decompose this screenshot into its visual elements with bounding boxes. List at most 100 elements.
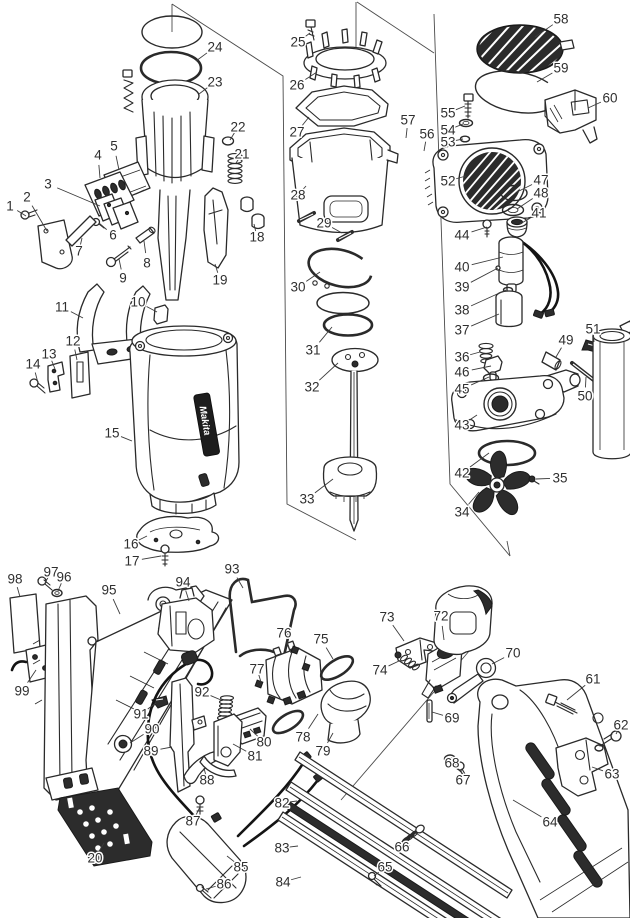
- callout-leader-63: [591, 766, 604, 772]
- part-98-label-sticker: [9, 593, 41, 654]
- callout-number-26: 26: [289, 78, 304, 93]
- callout-number-66: 66: [394, 840, 409, 855]
- callout-leader-48: [516, 198, 533, 210]
- part-80-switch: [233, 707, 267, 745]
- callout-number-88: 88: [199, 773, 214, 788]
- part-8-pin: [135, 226, 156, 244]
- callout-number-76: 76: [276, 626, 291, 641]
- callout-leader-36: [469, 351, 481, 356]
- callout-number-70: 70: [505, 646, 520, 661]
- callout-number-39: 39: [454, 280, 469, 295]
- callout-leader-64: [512, 799, 542, 818]
- callout-leader-68: [449, 758, 452, 762]
- callout-number-91: 91: [133, 707, 148, 722]
- callout-number-5: 5: [110, 139, 118, 154]
- callout-number-61: 61: [585, 672, 600, 687]
- part-top-ring: [141, 15, 203, 49]
- part-74-spring-screw: [394, 651, 421, 671]
- part-24-o-ring: [139, 50, 203, 86]
- callout-leader-33: [314, 478, 334, 494]
- callout-number-69: 69: [444, 711, 459, 726]
- callout-leader-22: [229, 132, 235, 141]
- callout-number-33: 33: [299, 492, 314, 507]
- part-18-bushings: [240, 196, 265, 230]
- part-23-cylinder-head: [135, 79, 215, 301]
- part-64-handle: [477, 678, 630, 918]
- callout-number-2: 2: [23, 190, 31, 205]
- callout-number-24: 24: [207, 40, 223, 55]
- callout-leader-8: [143, 240, 147, 254]
- callout-number-8: 8: [143, 256, 151, 271]
- callout-number-50: 50: [577, 389, 592, 404]
- callout-number-83: 83: [274, 841, 289, 856]
- callout-number-9: 9: [119, 271, 127, 286]
- callout-leader-27: [302, 116, 310, 126]
- part-37-sleeve: [495, 290, 523, 328]
- callout-number-36: 36: [454, 350, 469, 365]
- callout-leader-85: [226, 855, 235, 863]
- callout-leader-17: [141, 555, 162, 560]
- callout-leader-69: [431, 711, 444, 716]
- callout-number-63: 63: [604, 767, 619, 782]
- part-29-pins: [297, 211, 354, 242]
- part-58-grille: [476, 24, 575, 74]
- callout-leader-34: [468, 491, 480, 505]
- callout-number-45: 45: [454, 382, 469, 397]
- callout-leader-13: [51, 360, 56, 370]
- callout-number-18: 18: [249, 230, 264, 245]
- part-48-washer: [501, 203, 525, 217]
- callout-number-21: 21: [234, 147, 249, 162]
- callout-leader-7: [79, 237, 83, 246]
- callout-leader-57: [405, 128, 408, 139]
- callout-number-35: 35: [552, 471, 567, 486]
- callout-number-60: 60: [602, 91, 617, 106]
- part-47-ring: [500, 184, 528, 202]
- part-52-fan-housing: [424, 138, 549, 224]
- callout-leader-40: [471, 256, 504, 266]
- callout-number-55: 55: [440, 106, 455, 121]
- callout-leader-37: [470, 313, 500, 327]
- callout-leader-20: [98, 842, 105, 852]
- callout-leader-41: [519, 217, 531, 225]
- part-89-pusher: [169, 677, 207, 793]
- callout-number-3: 3: [44, 177, 52, 192]
- callout-number-79: 79: [315, 744, 330, 759]
- part-17-screw: [160, 544, 170, 567]
- part-44-screw: [482, 219, 492, 238]
- part-20-plate: [57, 787, 153, 867]
- callout-number-59: 59: [553, 61, 568, 76]
- callout-number-49: 49: [558, 333, 573, 348]
- callout-number-17: 17: [124, 554, 139, 569]
- callout-leader-28: [301, 185, 307, 192]
- callout-number-25: 25: [290, 35, 305, 50]
- callout-number-57: 57: [400, 113, 415, 128]
- callout-leader-56: [423, 141, 427, 152]
- part-60-bracket: [544, 89, 598, 144]
- callout-number-82: 82: [274, 796, 289, 811]
- part-19-guide: [203, 187, 229, 269]
- callout-number-77: 77: [249, 662, 264, 677]
- callout-leader-87: [195, 806, 201, 815]
- callout-number-95: 95: [101, 583, 116, 598]
- callout-leader-6: [98, 222, 107, 230]
- part-16-base-plate: [136, 515, 220, 553]
- part-42-o-ring: [477, 439, 537, 467]
- callout-leader-52: [455, 175, 467, 180]
- callout-number-75: 75: [313, 632, 328, 647]
- part-22-cap: [221, 136, 235, 146]
- callout-number-27: 27: [289, 125, 304, 140]
- callout-number-73: 73: [379, 610, 394, 625]
- callout-leader-35: [535, 477, 551, 480]
- callout-leader-42: [469, 452, 490, 468]
- callout-number-85: 85: [233, 860, 248, 875]
- part-43-adapter-base: [451, 369, 581, 432]
- part-rail-dark: [282, 799, 470, 918]
- callout-number-10: 10: [130, 295, 145, 310]
- part-21-spring: [227, 153, 243, 184]
- callout-leader-66: [405, 844, 411, 847]
- callout-number-94: 94: [175, 575, 191, 590]
- callout-leader-65: [373, 870, 381, 877]
- part-75-o-ring: [319, 654, 355, 682]
